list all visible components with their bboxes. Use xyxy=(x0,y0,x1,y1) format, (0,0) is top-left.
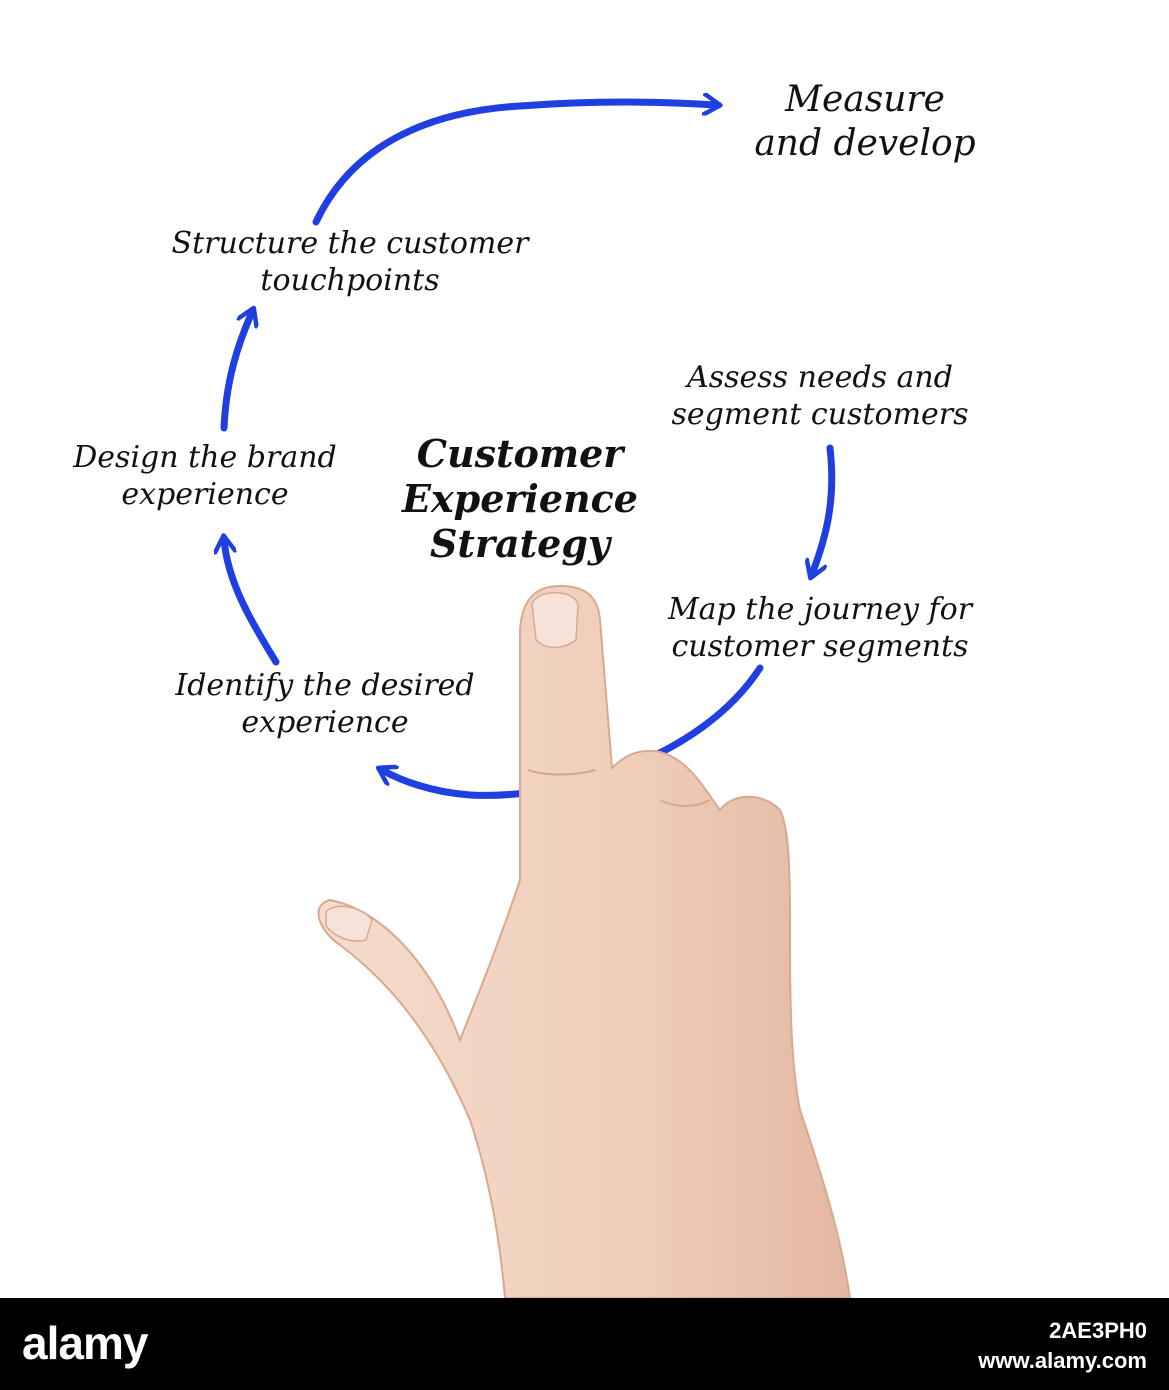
footer-meta: 2AE3PH0 www.alamy.com xyxy=(978,1318,1147,1374)
step-map-journey: Map the journey for customer segments xyxy=(630,592,1010,665)
center-title-line: Customer xyxy=(416,431,624,476)
center-title-line: Experience xyxy=(402,475,638,521)
thumb-nail xyxy=(325,905,373,942)
step-line: Measure xyxy=(785,79,945,120)
arrow-design-to-structure xyxy=(220,312,252,432)
step-design-brand-experience: Design the brand experience xyxy=(30,440,380,513)
arrow-identify-to-design xyxy=(224,540,280,666)
step-line: segment customers xyxy=(671,396,969,432)
step-line: Structure the customer xyxy=(171,226,529,261)
footer-logo: alamy xyxy=(22,1317,148,1369)
step-line: Identify the desired xyxy=(175,668,475,703)
step-structure-touchpoints: Structure the customer touchpoints xyxy=(130,226,570,299)
center-title-line: Strategy xyxy=(429,520,611,566)
footer-image-id: 2AE3PH0 xyxy=(1049,1318,1147,1343)
step-line: Assess needs and xyxy=(687,360,953,395)
step-identify-desired-experience: Identify the desired experience xyxy=(130,668,520,741)
center-title: Customer Experience Strategy xyxy=(360,431,680,566)
step-line: customer segments xyxy=(671,628,969,664)
step-line: touchpoints xyxy=(260,262,440,298)
step-line: Design the brand xyxy=(73,440,337,475)
footer-url: www.alamy.com xyxy=(978,1348,1147,1373)
arrow-assess-to-map xyxy=(812,444,836,574)
knuckle-crease xyxy=(659,799,711,807)
step-measure-and-develop: Measure and develop xyxy=(700,78,1030,166)
hand-palm xyxy=(317,584,852,1299)
knuckle-crease xyxy=(527,769,596,776)
fingernail xyxy=(531,592,579,649)
arrow-structure-to-measure xyxy=(312,102,716,226)
footer-bar: alamy 2AE3PH0 www.alamy.com xyxy=(0,1298,1169,1390)
step-line: Map the journey for xyxy=(667,592,973,627)
step-line: and develop xyxy=(754,122,976,164)
step-line: experience xyxy=(121,476,289,512)
step-line: experience xyxy=(241,704,409,740)
step-assess-needs: Assess needs and segment customers xyxy=(640,360,1000,433)
